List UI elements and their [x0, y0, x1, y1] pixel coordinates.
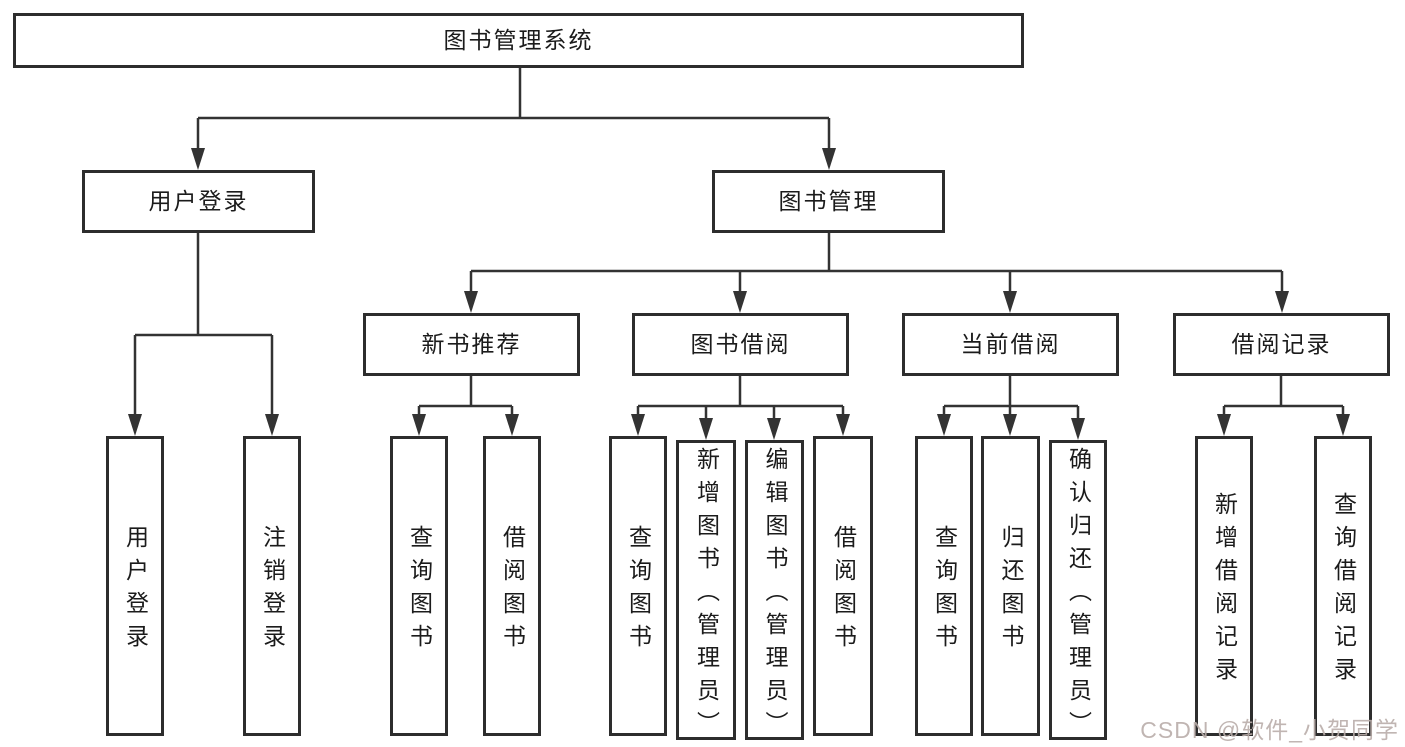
diagram-box-leaf-return-books: 归还图书 [981, 436, 1040, 736]
diagram-box-leaf-query-books: 查询图书 [390, 436, 448, 736]
diagram-box-book-borrow: 图书借阅 [632, 313, 849, 376]
diagram-box-new-book-recommend: 新书推荐 [363, 313, 580, 376]
csdn-watermark: CSDN @软件_小贺同学 [1140, 717, 1399, 743]
leaf-label: 确认归还（管理员） [1065, 446, 1092, 744]
diagram-box-leaf-query-borrow-record: 查询借阅记录 [1314, 436, 1372, 736]
leaf-label: 归还图书 [998, 525, 1024, 657]
leaf-label: 查询借阅记录 [1330, 492, 1357, 690]
diagram-box-leaf-confirm-return-admin: 确认归还（管理员） [1049, 440, 1107, 744]
diagram-box-leaf-logout: 注销登录 [243, 436, 301, 736]
leaf-label: 借阅图书 [830, 525, 857, 657]
diagram-box-leaf-query-books: 查询图书 [609, 436, 667, 736]
diagram-box-leaf-add-book-admin: 新增图书（管理员） [676, 440, 736, 744]
diagram-box-leaf-user-login: 用户登录 [106, 436, 164, 736]
diagram-box-leaf-borrow-books: 借阅图书 [813, 436, 873, 736]
leaf-label: 新增图书（管理员） [693, 446, 720, 744]
diagram-box-leaf-query-books: 查询图书 [915, 436, 973, 736]
arrowhead-icons [128, 148, 1350, 440]
leaf-label: 查询图书 [406, 525, 433, 657]
leaf-label: 查询图书 [625, 525, 652, 657]
leaf-label: 借阅图书 [499, 525, 526, 657]
diagram-box-user-login: 用户登录 [82, 170, 315, 233]
diagram-box-borrow-records: 借阅记录 [1173, 313, 1390, 376]
leaf-label: 用户登录 [122, 525, 149, 657]
diagram-box-leaf-edit-book-admin: 编辑图书（管理员） [745, 440, 804, 744]
diagram-box-leaf-borrow-books: 借阅图书 [483, 436, 541, 736]
leaf-label: 编辑图书（管理员） [762, 446, 788, 744]
leaf-label: 查询图书 [931, 525, 958, 657]
diagram-box-system-root: 图书管理系统 [13, 13, 1024, 68]
leaf-label: 注销登录 [259, 525, 286, 657]
leaf-label: 新增借阅记录 [1211, 492, 1238, 690]
diagram-box-current-borrow: 当前借阅 [902, 313, 1119, 376]
diagram-box-book-management: 图书管理 [712, 170, 945, 233]
diagram-box-leaf-add-borrow-record: 新增借阅记录 [1195, 436, 1253, 736]
